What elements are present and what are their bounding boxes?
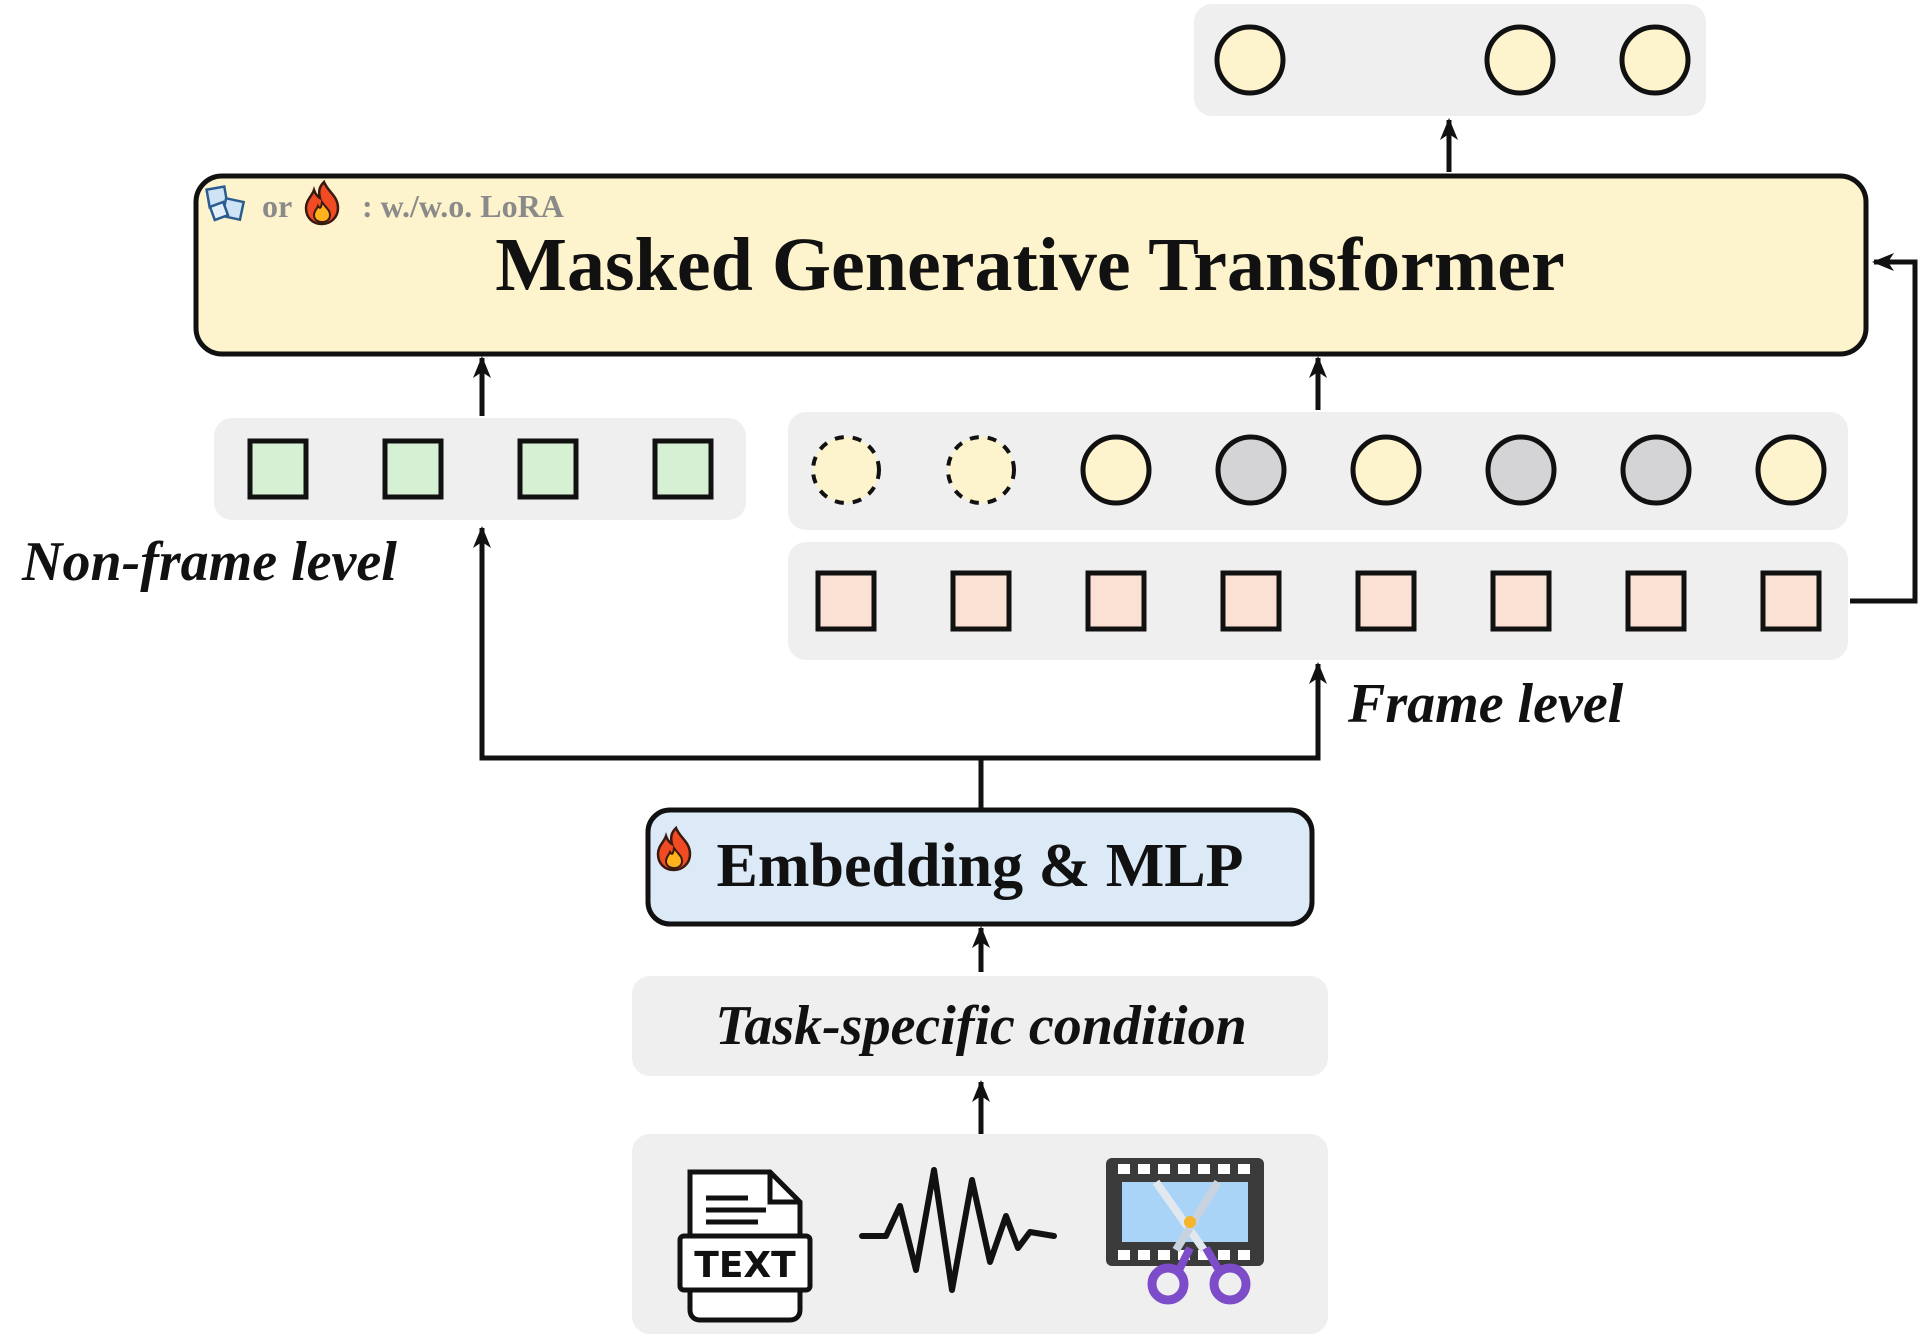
yellow-frame-token — [1755, 434, 1827, 506]
fire-icon — [304, 179, 340, 226]
frame-condition-token — [950, 570, 1012, 632]
text-icon-label: TEXT — [694, 1245, 796, 1286]
frame-condition-token — [1490, 570, 1552, 632]
frame-condition-token — [1085, 570, 1147, 632]
feedback-arrow — [1850, 253, 1918, 604]
frame-condition-token — [1220, 570, 1282, 632]
masked-generative-transformer-block — [193, 173, 1869, 357]
gray-frame-token — [1620, 434, 1692, 506]
non-frame-tokens — [247, 438, 714, 500]
legend-or: or — [262, 188, 292, 224]
output-tokens — [1214, 24, 1691, 96]
non-frame-token-panel — [214, 418, 746, 520]
frame-level-label: Frame level — [1347, 673, 1624, 735]
gray-frame-token — [1215, 434, 1287, 506]
gray-frame-token — [1485, 434, 1557, 506]
connector-to-frame — [981, 662, 1327, 761]
task-condition-label: Task-specific condition — [715, 995, 1246, 1057]
frame-condition-token — [1355, 570, 1417, 632]
output-tokens-panel — [1194, 4, 1706, 116]
masked-frame-token — [946, 435, 1016, 505]
non-frame-token — [517, 438, 579, 500]
non-frame-token — [247, 438, 309, 500]
transformer-title: Masked Generative Transformer — [495, 223, 1564, 307]
frame-condition-token — [1625, 570, 1687, 632]
non-frame-token — [652, 438, 714, 500]
frame-lower-tokens — [815, 570, 1822, 632]
ice-cubes-icon — [205, 185, 246, 222]
film-strip-scissors-icon — [1106, 1158, 1264, 1305]
frame-lower-token-panel — [788, 542, 1848, 660]
task-condition-panel — [632, 976, 1328, 1076]
non-frame-level-label: Non-frame level — [21, 531, 397, 593]
embedding-mlp-block — [645, 807, 1315, 927]
connector-to-non-frame — [473, 526, 984, 808]
frame-condition-token — [1760, 570, 1822, 632]
output-token — [1484, 24, 1556, 96]
audio-waveform-icon — [859, 1167, 1057, 1293]
frame-upper-tokens — [811, 434, 1827, 506]
output-token — [1214, 24, 1286, 96]
embedding-mlp-label: Embedding & MLP — [716, 832, 1243, 900]
embedding-fire-icon — [656, 825, 692, 872]
yellow-frame-token — [1080, 434, 1152, 506]
frame-upper-token-panel — [788, 412, 1848, 530]
text-document-icon: TEXT — [677, 1169, 813, 1323]
masked-frame-token — [811, 435, 881, 505]
legend-lora-text: : w./w.o. LoRA — [362, 188, 564, 224]
non-frame-token — [382, 438, 444, 500]
frame-condition-token — [815, 570, 877, 632]
yellow-frame-token — [1350, 434, 1422, 506]
output-token — [1619, 24, 1691, 96]
